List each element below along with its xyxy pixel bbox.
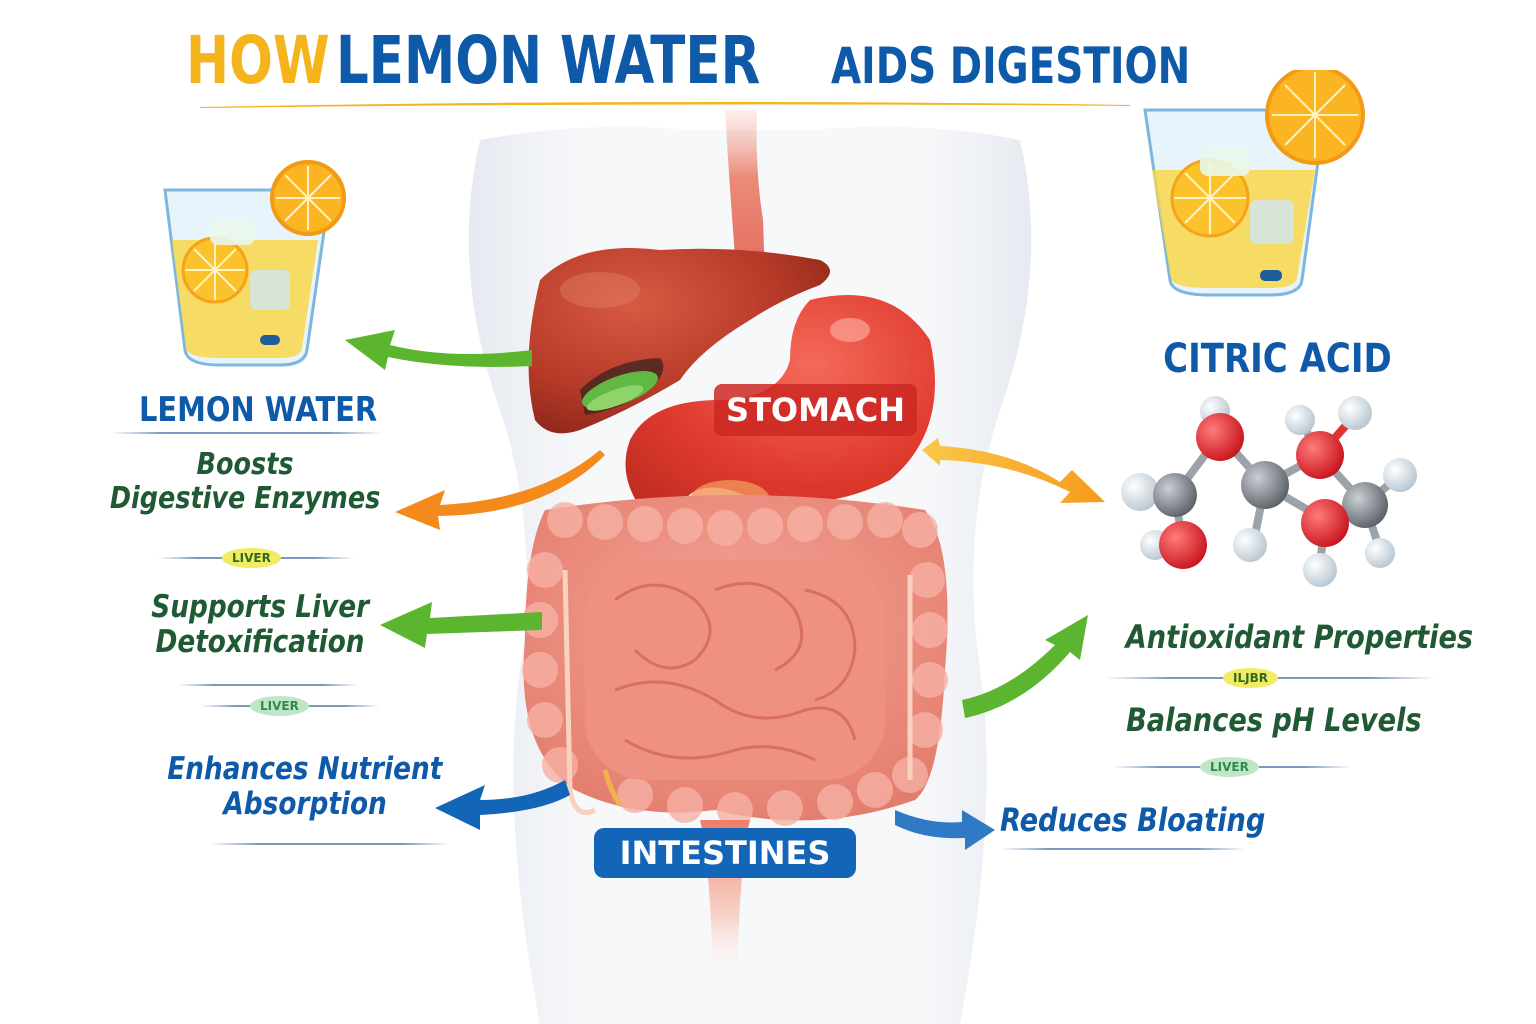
divider-liver-3: ILJBR xyxy=(1105,668,1435,688)
benefit-boosts-enzymes: Boosts Digestive Enzymes xyxy=(80,448,410,515)
intestines-illustration xyxy=(522,495,948,828)
title-word-how: HOW xyxy=(186,22,330,99)
title-word-lemon-water: LEMON WATER xyxy=(336,22,761,99)
benefit-line: Balances pH Levels xyxy=(1126,701,1422,739)
stomach-label: STOMACH xyxy=(714,384,917,436)
title-word-aids-digestion: AIDS DIGESTION xyxy=(831,37,1191,95)
page-title: HOW LEMON WATER AIDS DIGESTION xyxy=(186,22,1292,102)
benefit-line: Absorption xyxy=(223,785,387,822)
title-underline xyxy=(200,101,1130,108)
left-lemon-water-glass-icon xyxy=(163,160,346,367)
citric-acid-heading-text: CITRIC ACID xyxy=(1163,336,1392,382)
liver-tag: LIVER xyxy=(250,696,309,716)
benefit-nutrient-absorption: Enhances Nutrient Absorption xyxy=(140,752,470,821)
intestines-label: INTESTINES xyxy=(594,828,856,878)
divider-liver-1: LIVER xyxy=(158,548,354,568)
esophagus xyxy=(725,110,765,280)
citric-acid-molecule-icon xyxy=(1121,396,1417,587)
benefit-balances-ph: Balances pH Levels xyxy=(1100,701,1422,739)
liver-tag: LIVER xyxy=(222,548,281,568)
right-lemon-water-glass-icon xyxy=(1143,70,1365,297)
benefit-reduces-bloating: Reduces Bloating xyxy=(1000,801,1275,839)
lemon-water-heading-text: LEMON WATER xyxy=(139,390,378,430)
benefit-line: Antioxidant Properties xyxy=(1125,618,1474,656)
lemon-water-heading: LEMON WATER xyxy=(118,390,378,430)
benefit-antioxidant: Antioxidant Properties xyxy=(1095,619,1473,656)
heading-underline xyxy=(110,432,382,434)
divider-line xyxy=(210,843,450,845)
divider-line xyxy=(1000,848,1245,850)
benefit-line: Digestive Enzymes xyxy=(109,480,381,516)
benefit-line: Enhances Nutrient xyxy=(167,751,443,787)
benefit-line: Supports Liver xyxy=(151,589,369,625)
benefit-line: Detoxification xyxy=(155,623,365,660)
benefit-line: Boosts xyxy=(196,447,294,482)
liver-illustration xyxy=(528,248,830,434)
benefit-supports-liver: Supports Liver Detoxification xyxy=(120,590,400,659)
divider-liver-4: LIVER xyxy=(1112,757,1352,777)
divider-line xyxy=(178,684,358,686)
benefit-line: Reduces Bloating xyxy=(1000,801,1266,839)
divider-liver-2: LIVER xyxy=(200,696,400,716)
liver-tag: ILJBR xyxy=(1223,668,1278,688)
liver-tag: LIVER xyxy=(1200,757,1259,777)
citric-acid-heading: CITRIC ACID xyxy=(1130,336,1425,382)
